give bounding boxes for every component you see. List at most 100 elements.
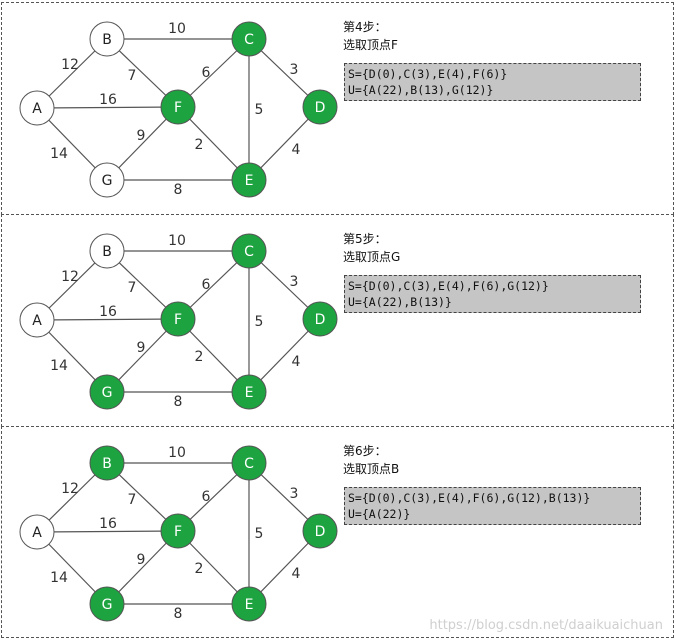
edge-A-F	[36, 106, 179, 109]
node-G	[89, 162, 125, 198]
node-label-E: E	[245, 597, 254, 613]
edge-weight-A-B: 12	[61, 481, 79, 497]
set-box: S={D(0),C(3),E(4),F(6),G(12),B(13)} U={A…	[344, 487, 641, 525]
node-B	[89, 21, 125, 57]
node-E	[231, 162, 267, 198]
edge-weight-C-D: 3	[290, 62, 299, 78]
node-label-G: G	[102, 597, 113, 613]
node-label-D: D	[315, 312, 326, 328]
edge-weight-B-C: 10	[168, 21, 186, 37]
edge-weight-A-F: 16	[99, 304, 117, 320]
edge-A-F	[36, 530, 179, 533]
node-label-D: D	[315, 100, 326, 116]
node-label-A: A	[32, 101, 42, 117]
edge-weight-A-G: 14	[50, 358, 68, 374]
node-label-G: G	[102, 385, 113, 401]
u-set: U={A(22),B(13),G(12)}	[348, 83, 494, 97]
node-label-E: E	[245, 385, 254, 401]
graph-diagram: 12 16 14 10 7 6 9 2 3 5 4 8 A B C D E F G	[19, 445, 338, 622]
step-panel-6: 12 16 14 10 7 6 9 2 3 5 4 8 A B C D E F G 第6步： 选取顶点B S={D(…	[1, 426, 674, 638]
node-label-A: A	[32, 313, 42, 329]
node-label-C: C	[244, 456, 254, 472]
edge-weight-B-F: 7	[128, 68, 137, 84]
step-action: 选取顶点B	[343, 462, 400, 476]
edge-weight-E-D: 4	[292, 354, 301, 370]
edge-weight-C-D: 3	[290, 486, 299, 502]
node-label-B: B	[102, 32, 112, 48]
node-C	[231, 445, 267, 481]
node-label-D: D	[315, 524, 326, 540]
graph-diagram: 12 16 14 10 7 6 9 2 3 5 4 8 A B C D E F G	[19, 233, 338, 410]
edge-weight-F-G: 9	[137, 128, 146, 144]
u-set: U={A(22),B(13)}	[348, 295, 452, 309]
edge-weight-A-B: 12	[61, 57, 79, 73]
node-label-C: C	[244, 32, 254, 48]
set-box: S={D(0),C(3),E(4),F(6),G(12)} U={A(22),B…	[344, 275, 641, 313]
node-B	[89, 233, 125, 269]
edge-weight-B-F: 7	[128, 280, 137, 296]
edge-weight-B-F: 7	[128, 492, 137, 508]
edge-weight-F-C: 6	[202, 277, 211, 293]
edge-weight-G-E: 8	[174, 606, 183, 622]
node-C	[231, 233, 267, 269]
node-label-F: F	[174, 524, 182, 540]
node-label-G: G	[102, 173, 113, 189]
edge-weight-B-C: 10	[168, 445, 186, 461]
edge-weight-F-E: 2	[195, 349, 204, 365]
node-A	[19, 90, 55, 126]
node-D	[302, 301, 338, 337]
set-box: S={D(0),C(3),E(4),F(6)} U={A(22),B(13),G…	[344, 63, 641, 101]
edge-weight-A-G: 14	[50, 570, 68, 586]
node-D	[302, 89, 338, 125]
node-label-A: A	[32, 525, 42, 541]
edge-weight-C-D: 3	[290, 274, 299, 290]
node-D	[302, 513, 338, 549]
edge-weight-B-C: 10	[168, 233, 186, 249]
edge-weight-F-C: 6	[202, 489, 211, 505]
step-action: 选取顶点G	[343, 250, 401, 264]
node-E	[231, 374, 267, 410]
s-set: S={D(0),C(3),E(4),F(6),G(12),B(13)}	[348, 491, 591, 505]
s-set: S={D(0),C(3),E(4),F(6),G(12)}	[348, 279, 549, 293]
node-G	[89, 374, 125, 410]
edge-weight-C-E: 5	[255, 314, 264, 330]
u-set: U={A(22)}	[348, 507, 411, 521]
node-label-F: F	[174, 312, 182, 328]
node-label-B: B	[102, 244, 112, 260]
edge-A-F	[36, 318, 179, 321]
edge-weight-F-E: 2	[195, 561, 204, 577]
node-E	[231, 586, 267, 622]
edge-weight-E-D: 4	[292, 142, 301, 158]
edge-weight-C-E: 5	[255, 102, 264, 118]
step-title: 第4步：	[343, 20, 387, 34]
edge-weight-F-E: 2	[195, 137, 204, 153]
edge-weight-A-G: 14	[50, 146, 68, 162]
edge-weight-C-E: 5	[255, 526, 264, 542]
edge-weight-F-C: 6	[202, 65, 211, 81]
node-label-E: E	[245, 173, 254, 189]
edge-weight-F-G: 9	[137, 552, 146, 568]
node-label-F: F	[174, 100, 182, 116]
node-F	[160, 513, 196, 549]
edge-weight-F-G: 9	[137, 340, 146, 356]
edge-weight-A-B: 12	[61, 269, 79, 285]
node-G	[89, 586, 125, 622]
graph-diagram: 12 16 14 10 7 6 9 2 3 5 4 8 A B C D E F G	[19, 21, 338, 198]
edge-weight-G-E: 8	[174, 394, 183, 410]
node-F	[160, 89, 196, 125]
node-label-B: B	[102, 456, 112, 472]
node-F	[160, 301, 196, 337]
edge-weight-G-E: 8	[174, 182, 183, 198]
node-B	[89, 445, 125, 481]
edge-weight-E-D: 4	[292, 566, 301, 582]
step-title: 第6步：	[343, 444, 387, 458]
s-set: S={D(0),C(3),E(4),F(6)}	[348, 67, 508, 81]
node-label-C: C	[244, 244, 254, 260]
edge-weight-A-F: 16	[99, 516, 117, 532]
watermark: https://blog.csdn.net/daaikuaichuan	[429, 618, 663, 633]
node-C	[231, 21, 267, 57]
edge-weight-A-F: 16	[99, 92, 117, 108]
node-A	[19, 302, 55, 338]
